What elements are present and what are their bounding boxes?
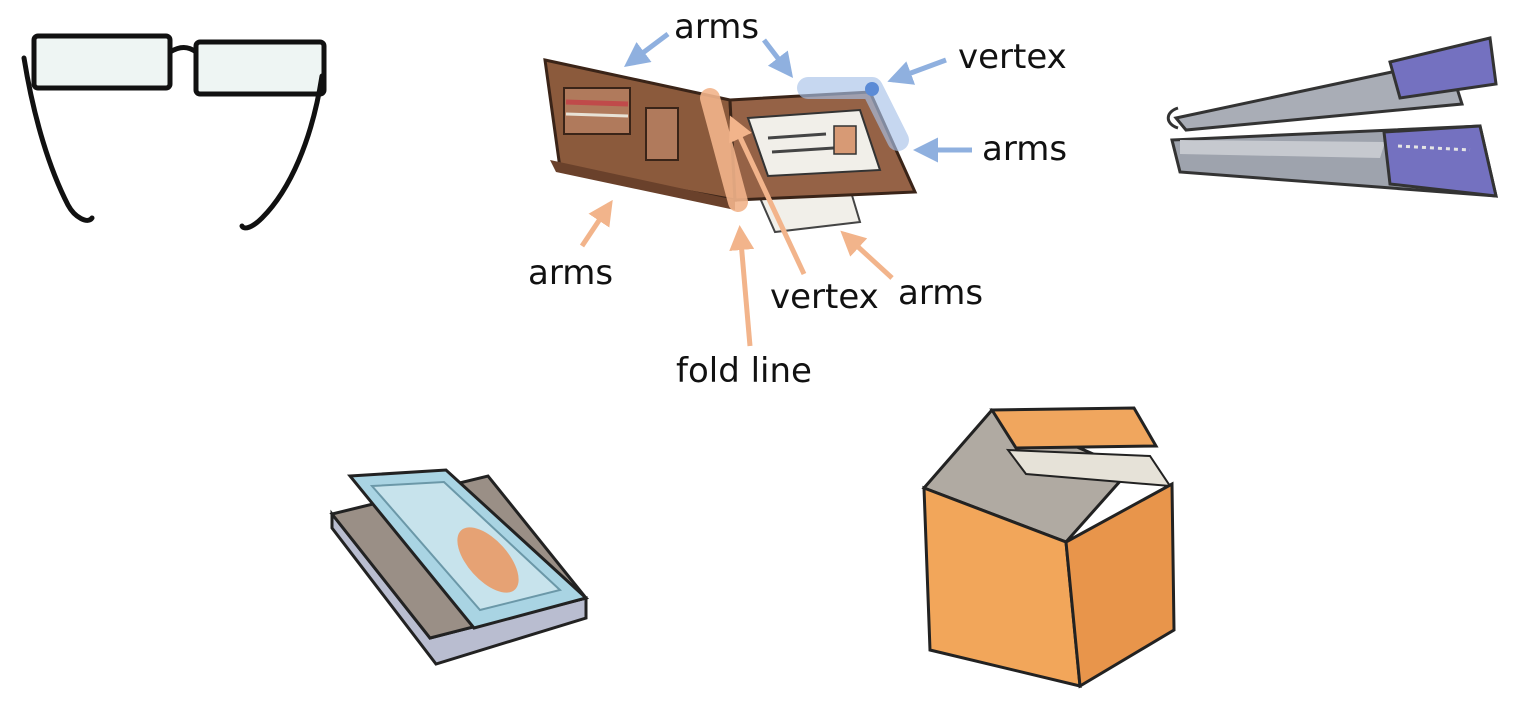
arrow-orange-arms-left [579,199,613,248]
arrow-blue-arms-top [624,32,670,67]
label-orange-arms-right: arms [898,273,983,313]
label-blue-vertex: vertex [958,37,1067,77]
blue-arrows [624,32,972,163]
arrow-blue-arms-top-right [762,38,794,78]
arrow-blue-vertex [887,57,947,85]
open-cardboard-box-icon [921,406,1176,689]
label-blue-arms-right: arms [982,129,1067,169]
label-orange-arms-left: arms [528,253,613,293]
blue-vertex-annotation [797,77,909,151]
label-fold-line: fold line [676,351,812,391]
arrow-orange-vertex [729,115,807,276]
open-tin-box-icon [329,468,590,666]
eyeglasses-icon [21,33,327,231]
wallet-icon [543,58,918,234]
orange-fold-annotation [700,88,748,212]
arrow-orange-arms-right [840,230,894,280]
stapler-icon [1166,36,1498,198]
blue-vertex-dot [865,82,879,96]
orange-arrows [579,115,894,347]
label-blue-arms-top: arms [674,7,759,47]
arrow-fold-line [729,225,755,347]
label-orange-vertex: vertex [770,277,879,317]
